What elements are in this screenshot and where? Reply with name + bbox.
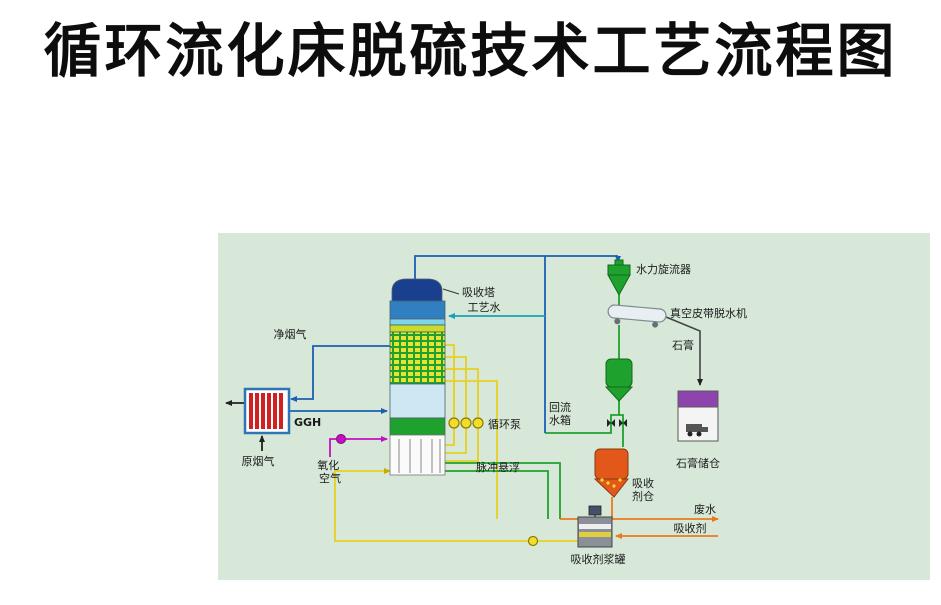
tower-packing-grid xyxy=(389,331,446,385)
pump-return-pipe-1 xyxy=(445,428,455,446)
page-title: 循环流化床脱硫技术工艺流程图 xyxy=(43,17,898,85)
circulation-pump-1 xyxy=(448,417,460,429)
label-absorbent-silo: 吸收 剂仓 xyxy=(632,476,658,503)
tower-top-pipe xyxy=(414,255,618,279)
label-clean-flue-gas: 净烟气 xyxy=(274,327,307,341)
filtrate-vessel xyxy=(604,358,634,402)
circulation-pumps xyxy=(448,417,484,429)
recycle-pipe-3 xyxy=(445,368,479,418)
slurry-tank-band-yellow xyxy=(579,532,611,537)
belt-roller-right xyxy=(652,321,659,328)
vacuum-belt-dehydrator xyxy=(607,304,667,328)
label-absorber-tower: 吸收塔 xyxy=(462,285,495,299)
gypsum-discharge-line xyxy=(665,316,703,386)
recycle-pipe-1 xyxy=(445,344,455,418)
clean-gas-pipe xyxy=(290,345,390,402)
label-pulse-suspension: 脉冲悬浮 xyxy=(476,460,520,474)
valve-branch-right xyxy=(619,414,624,447)
absorber-tower xyxy=(389,278,446,476)
label-waste-water: 废水 xyxy=(694,502,716,516)
label-absorbent-slurry-tank: 吸收剂浆罐 xyxy=(571,552,626,566)
hydrocyclone-cone xyxy=(607,274,631,297)
tower-legs xyxy=(398,439,441,473)
belt-roller-left xyxy=(614,318,621,325)
slurry-feed-pipe xyxy=(334,468,578,542)
tower-label-leader xyxy=(442,288,460,295)
label-process-water: 工艺水 xyxy=(468,301,501,314)
filtrate-vessel-body xyxy=(605,358,633,388)
discharge-valves xyxy=(607,419,627,427)
label-absorbent: 吸收剂 xyxy=(674,521,707,535)
oxidation-air-line-up xyxy=(329,438,336,457)
process-flow-diagram: 吸收塔 工艺水 净烟气 GGH 原烟气 氧化 空气 循环泵 脉冲悬浮 水力旋流器… xyxy=(218,233,930,580)
oxidation-air-blower xyxy=(336,434,346,444)
tower-yellow-band xyxy=(389,324,446,333)
label-gypsum-silo: 石膏储仓 xyxy=(676,456,720,470)
flue-gas-lines xyxy=(225,400,265,451)
label-vacuum-belt-dehydrator: 真空皮带脱水机 xyxy=(670,306,747,320)
tower-slurry-section xyxy=(389,383,446,419)
gypsum-silo-unit xyxy=(677,390,719,442)
label-circulation-pump: 循环泵 xyxy=(488,418,521,431)
bottom-green-pipe-2 xyxy=(445,470,549,519)
label-ggh: GGH xyxy=(294,416,321,429)
pump-return-pipe-3 xyxy=(445,428,479,462)
label-hydrocyclone: 水力旋流器 xyxy=(636,262,691,276)
pipe-network-yellow xyxy=(334,344,578,542)
circulation-pump-3 xyxy=(472,417,484,429)
ggh-unit xyxy=(243,387,291,435)
label-gypsum: 石膏 xyxy=(672,338,694,352)
bottom-green-pipe-1 xyxy=(445,462,561,519)
label-oxidation-air: 氧化 空气 xyxy=(317,458,343,485)
gypsum-silo-top xyxy=(677,390,719,408)
belt-body xyxy=(607,304,667,323)
pipe-network-green xyxy=(445,295,624,519)
pipe-network-blue xyxy=(289,255,621,433)
slurry-pump xyxy=(527,535,539,547)
tower-light-band xyxy=(389,318,446,326)
filtrate-vessel-cone xyxy=(604,386,634,402)
label-raw-flue-gas: 原烟气 xyxy=(242,454,275,468)
absorbent-slurry-tank-unit xyxy=(577,505,613,548)
tower-green-band xyxy=(389,417,446,436)
ggh-elements xyxy=(249,393,283,429)
absorbent-silo-cone xyxy=(593,478,630,498)
diagram-canvas: 吸收塔 工艺水 净烟气 GGH 原烟气 氧化 空气 循环泵 脉冲悬浮 水力旋流器… xyxy=(225,255,747,566)
tower-skirt xyxy=(389,434,446,476)
pump-return-pipe-2 xyxy=(445,428,467,454)
label-return-water-tank: 回流 水箱 xyxy=(549,400,575,427)
hydrocyclone-body xyxy=(607,264,631,276)
valve-branch-left xyxy=(545,414,619,434)
oxidation-air-pipe xyxy=(329,436,388,457)
truck-icon xyxy=(686,424,708,437)
bleed-pipe xyxy=(445,380,498,519)
slurry-tank-band-white xyxy=(579,524,611,529)
tower-dome xyxy=(391,278,443,302)
recycle-pipe-2 xyxy=(445,356,467,418)
agitator-motor xyxy=(588,505,602,516)
hydrocyclone-unit xyxy=(607,259,631,297)
absorbent-silo-unit xyxy=(593,448,630,498)
tower-upper-blue xyxy=(389,300,446,320)
absorbent-silo-body xyxy=(594,448,629,480)
aeration-dots xyxy=(600,478,622,488)
circulation-pump-2 xyxy=(460,417,472,429)
